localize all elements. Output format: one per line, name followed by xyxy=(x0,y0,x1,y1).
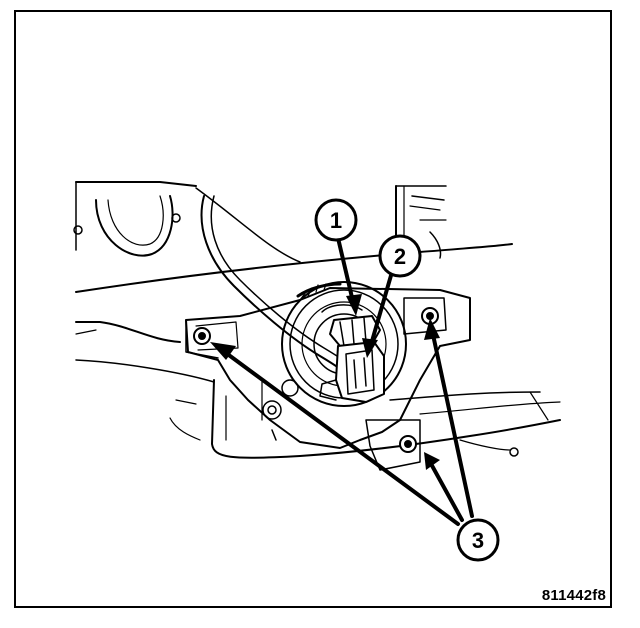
leader-3c xyxy=(430,328,474,518)
callout-1: 1 xyxy=(314,198,358,242)
callout-1-label: 1 xyxy=(330,208,342,233)
figure-frame xyxy=(14,10,612,608)
leader-2 xyxy=(368,270,394,350)
arrowhead-2 xyxy=(362,338,378,358)
arrowhead-3b xyxy=(424,452,440,470)
arrowheads xyxy=(210,294,440,470)
electrical-connector xyxy=(319,341,385,403)
callout-2-label: 2 xyxy=(394,244,406,269)
callout-3-label: 3 xyxy=(472,528,484,553)
arrowhead-3c xyxy=(424,318,440,340)
screw-left xyxy=(193,327,211,345)
callout-2: 2 xyxy=(378,234,422,278)
leader-lines xyxy=(220,236,474,526)
arrowhead-3a xyxy=(210,342,236,360)
screw-bottom xyxy=(399,435,417,453)
arrowhead-1 xyxy=(346,294,362,316)
bumper-structure xyxy=(73,181,561,459)
callout-3: 3 xyxy=(456,518,500,562)
adjuster-screw xyxy=(262,379,299,441)
leader-3a xyxy=(220,348,460,526)
leader-3b xyxy=(428,460,464,522)
figure-id: 811442f8 xyxy=(541,587,606,604)
leader-1 xyxy=(336,236,356,308)
